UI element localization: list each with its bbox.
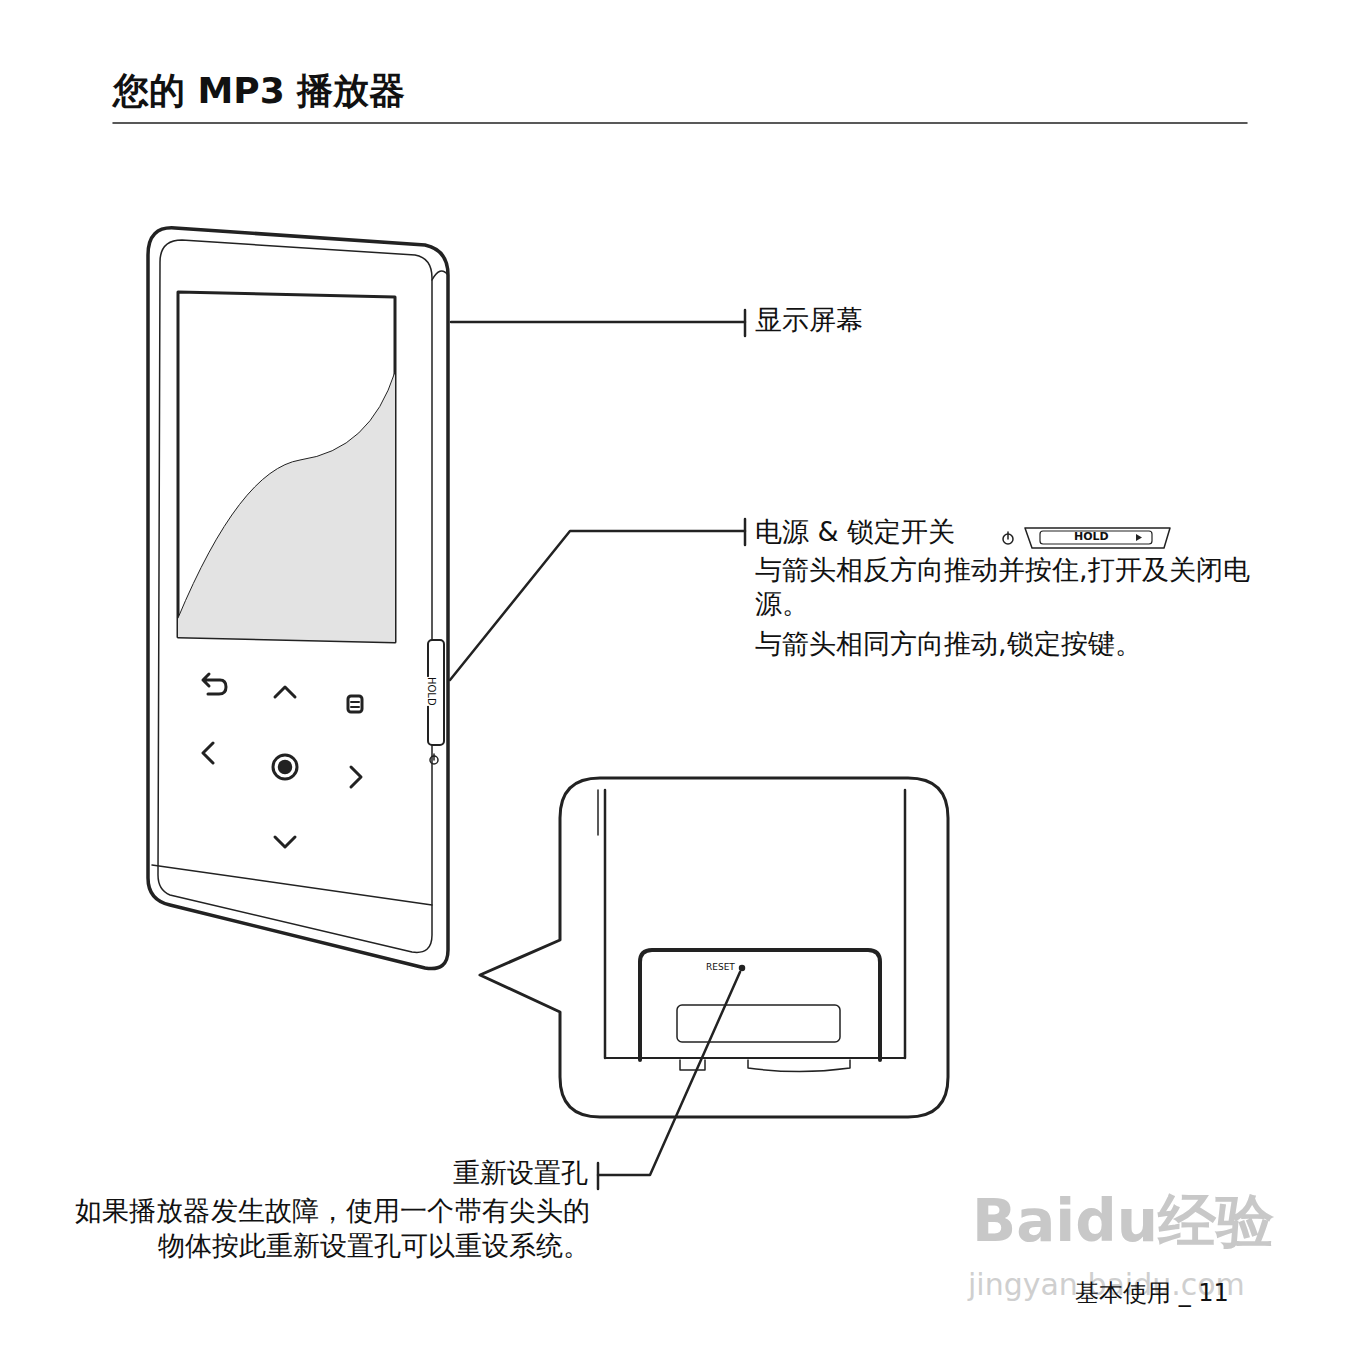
page-title: 您的 MP3 播放器 xyxy=(113,68,405,113)
page-footer: 基本使用 _ 11 xyxy=(1075,1278,1229,1308)
icon-label: HOLD xyxy=(1074,530,1109,544)
note-text: 如果播放器发生故障，使用一个带有尖头的物体按此重新设置孔可以重设系统。 xyxy=(75,1193,590,1263)
part-name: 电源 & 锁定开关 xyxy=(755,515,955,549)
port-label: RESET xyxy=(706,962,735,973)
watermark: Baidu经验 xyxy=(972,1185,1274,1258)
note-text: 与箭头相同方向推动,锁定按键。 xyxy=(755,627,1142,661)
part-name: 重新设置孔 xyxy=(420,1156,588,1190)
note-text: 与箭头相反方向推动并按住,打开及关闭电源。 xyxy=(755,553,1295,621)
switch-label: HOLD xyxy=(424,677,437,706)
part-name: 显示屏幕 xyxy=(755,303,863,337)
